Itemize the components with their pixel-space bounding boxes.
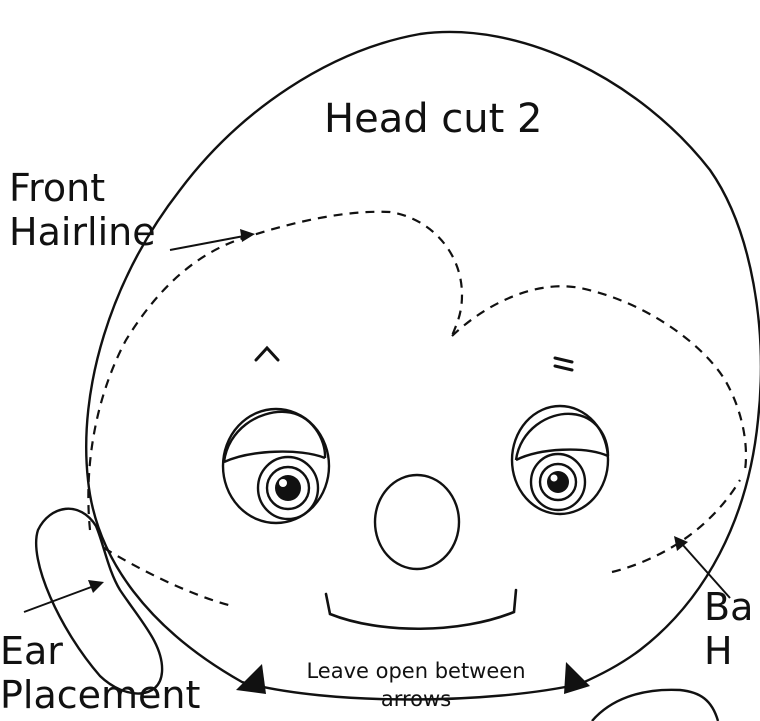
right-opening-arrow-icon <box>564 662 590 694</box>
left-eye <box>223 409 329 523</box>
ear-placement-label: Ear Placement <box>0 629 200 717</box>
left-eyebrow-mark <box>256 348 278 360</box>
back-hairline-label-line1: Ba <box>704 585 753 629</box>
back-hairline-label: Ba H <box>704 585 753 673</box>
nose <box>375 475 459 569</box>
back-hairline-lower-dashed <box>612 480 740 572</box>
mouth <box>326 590 516 629</box>
right-eye <box>512 406 608 514</box>
left-opening-arrow-icon <box>236 664 266 694</box>
back-hairline-dashed <box>452 286 746 470</box>
front-hairline-dashed <box>88 212 462 530</box>
pattern-title: Head cut 2 <box>324 99 543 139</box>
adjacent-piece-outline <box>592 690 718 721</box>
ear-placement-pointer-arrow-icon <box>24 580 104 612</box>
front-hairline-label-line2: Hairline <box>9 210 156 254</box>
front-hairline-pointer-arrow-icon <box>170 229 255 250</box>
back-hairline-label-line2: H <box>704 629 753 673</box>
ear-placement-label-line1: Ear <box>0 629 200 673</box>
ear-placement-label-line2: Placement <box>0 673 200 717</box>
right-eyebrow-mark <box>555 358 572 370</box>
front-hairline-label: Front Hairline <box>9 166 156 254</box>
front-hairline-label-line1: Front <box>9 166 156 210</box>
leave-open-note: Leave open between arrows <box>280 657 552 713</box>
